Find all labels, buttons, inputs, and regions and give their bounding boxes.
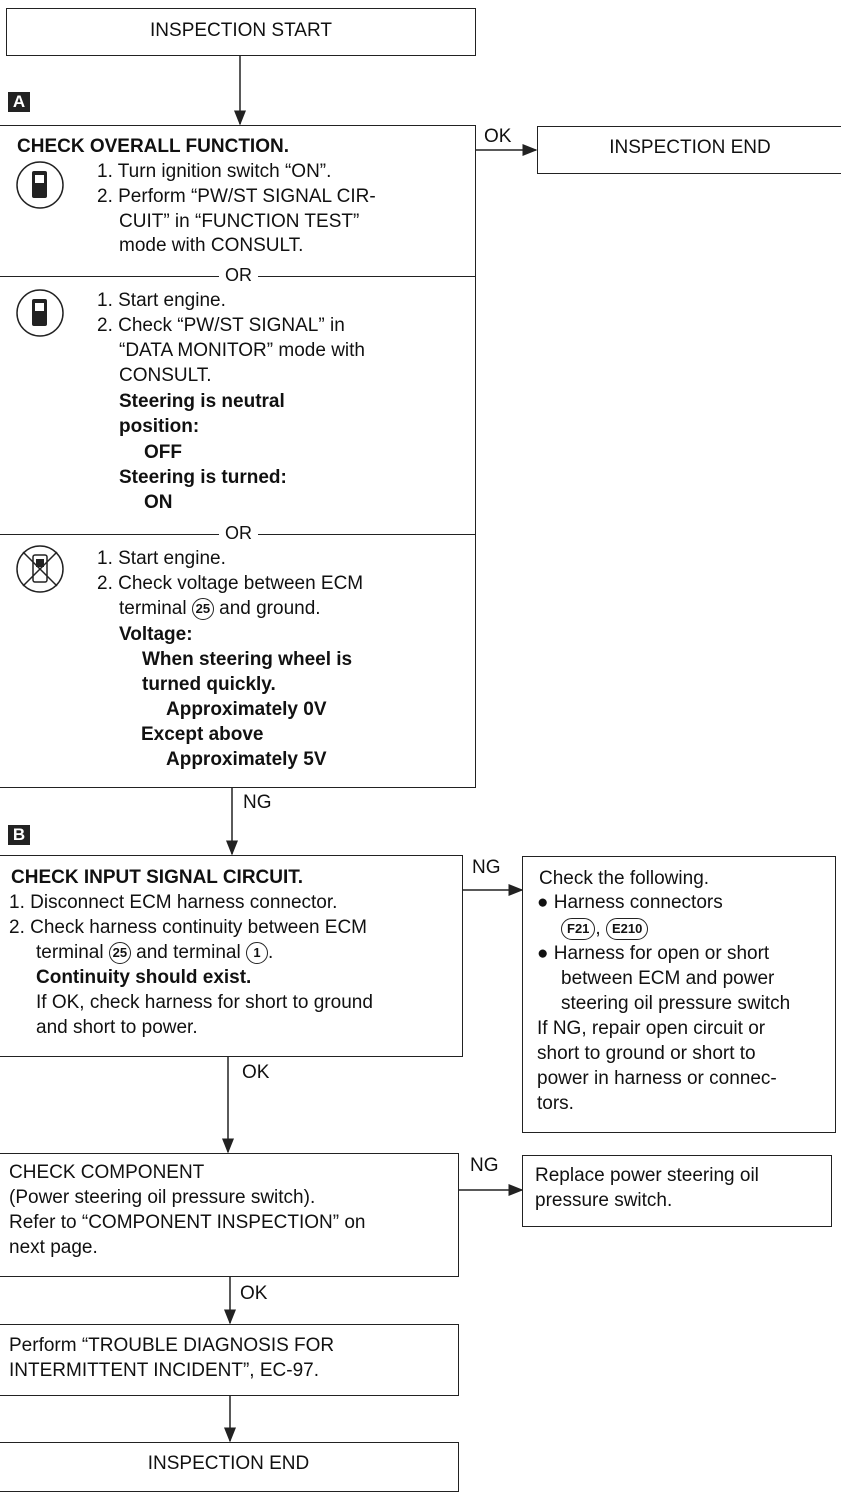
or-label-2: OR [219,523,258,543]
or-label-1: OR [219,265,258,285]
step-c-ok-label: OK [240,1283,268,1304]
inspection-end-top-label: INSPECTION END [609,137,771,158]
step-a-m2-spec5: ON [144,492,173,513]
step-a-m1-line1: 1. Turn ignition switch “ON”. [97,161,332,182]
step-b-ng-box: Check the following. ● Harness connector… [522,856,836,1133]
step-a-m3-line2: 2. Check voltage between ECM [97,573,364,594]
step-b-ng-tail2: short to ground or short to [537,1043,756,1064]
step-b-ng-bullet2: ● Harness for open or short [537,942,769,966]
step-b-ng-tail3: power in harness or connec- [537,1068,777,1089]
consult-tester-icon [16,289,64,337]
step-c-ng-line2: pressure switch. [535,1190,673,1211]
step-a-badge: A [8,92,30,112]
step-b-line3: terminal 25 and terminal 1. [36,941,273,965]
step-a-title: CHECK OVERALL FUNCTION. [17,136,289,157]
step-d-box: Perform “TROUBLE DIAGNOSIS FOR INTERMITT… [0,1324,459,1396]
period-text: . [267,942,274,963]
terminal-and-text: and terminal [136,942,241,963]
terminal-25-badge: 25 [108,941,131,964]
step-b-box: CHECK INPUT SIGNAL CIRCUIT. 1. Disconnec… [0,855,463,1057]
step-b-ng-label: NG [472,857,501,878]
step-b-ng-connectors: F21, E210 [561,917,649,941]
step-b-ng-bullet1: ● Harness connectors [537,891,723,915]
step-a-m3-spec6: Approximately 5V [166,749,327,770]
terminal-text: terminal [119,598,187,619]
step-a-m2-line3: “DATA MONITOR” mode with [119,340,365,361]
connector-f21-badge: F21 [561,917,596,940]
step-a-m3-line1: 1. Start engine. [97,548,226,569]
step-a-m2-spec4: Steering is turned: [119,467,287,488]
start-box: INSPECTION START [6,8,476,56]
terminal-25-badge: 25 [191,597,214,620]
start-label: INSPECTION START [150,20,332,41]
bullet-icon: ● [537,892,549,913]
step-c-ng-box: Replace power steering oil pressure swit… [522,1155,832,1227]
step-d-line1: Perform “TROUBLE DIAGNOSIS FOR [9,1335,335,1356]
step-b-ng-tail4: tors. [537,1093,574,1114]
inspection-end-top-box: INSPECTION END [537,126,841,174]
inspection-end-bottom-label: INSPECTION END [147,1453,310,1474]
step-c-ng-label: NG [470,1155,499,1176]
step-a-m2-spec1: Steering is neutral [119,391,285,412]
step-b-line5: and short to power. [36,1017,198,1038]
step-c-line1: CHECK COMPONENT [9,1162,205,1183]
step-c-line4: next page. [9,1237,98,1258]
step-a-ng-label: NG [243,792,272,813]
step-c-ng-line1: Replace power steering oil [535,1165,759,1186]
step-a-m3-spec5: Except above [141,724,264,745]
step-b-line1: 1. Disconnect ECM harness connector. [9,892,338,913]
step-a-m2-line1: 1. Start engine. [97,290,226,311]
step-b-line4: If OK, check harness for short to ground [36,992,373,1013]
connector-e210-badge: E210 [605,917,649,940]
bullet-icon: ● [537,943,549,964]
step-b-ok-label: OK [242,1062,270,1083]
step-b-ng-intro: Check the following. [539,868,710,889]
step-d-line2: INTERMITTENT INCIDENT”, EC-97. [9,1360,319,1381]
step-c-line3: Refer to “COMPONENT INSPECTION” on [9,1212,366,1233]
step-a-m3-spec1: Voltage: [119,624,193,645]
bullet2-text: Harness for open or short [553,943,770,964]
step-b-ng-bullet2-line2: between ECM and power [561,968,775,989]
step-a-m2-line2: 2. Check “PW/ST SIGNAL” in [97,315,345,336]
step-b-line2: 2. Check harness continuity between ECM [9,917,368,938]
terminal-text: terminal [36,942,104,963]
step-c-box: CHECK COMPONENT (Power steering oil pres… [0,1153,459,1277]
step-a-box: CHECK OVERALL FUNCTION. 1. Turn ignition… [0,125,476,788]
step-b-ng-tail1: If NG, repair open circuit or [537,1018,766,1039]
step-a-m1-line3: CUIT” in “FUNCTION TEST” [119,211,360,232]
step-a-m2-spec3: OFF [144,442,182,463]
step-c-line2: (Power steering oil pressure switch). [9,1187,316,1208]
step-a-m1-line2: 2. Perform “PW/ST SIGNAL CIR- [97,186,376,207]
step-a-m3-spec2: When steering wheel is [142,649,353,670]
step-a-m3-spec3: turned quickly. [142,674,276,695]
step-b-badge: B [8,825,30,845]
step-a-ok-label: OK [484,126,512,147]
terminal-text-post: and ground. [219,598,321,619]
step-a-m3-line3: terminal 25 and ground. [119,597,321,621]
inspection-end-bottom-box: INSPECTION END [0,1442,459,1492]
step-a-m2-line4: CONSULT. [119,365,212,386]
step-a-m1-line4: mode with CONSULT. [119,235,304,256]
bullet1-text: Harness connectors [553,892,723,913]
terminal-1-badge: 1 [245,941,268,964]
step-b-title: CHECK INPUT SIGNAL CIRCUIT. [11,867,304,888]
no-tools-icon [16,545,64,593]
consult-tester-icon [16,161,64,209]
step-b-ng-bullet2-line3: steering oil pressure switch [561,993,791,1014]
step-b-spec: Continuity should exist. [36,967,252,988]
step-a-m2-spec2: position: [119,416,200,437]
step-a-m3-spec4: Approximately 0V [166,699,327,720]
